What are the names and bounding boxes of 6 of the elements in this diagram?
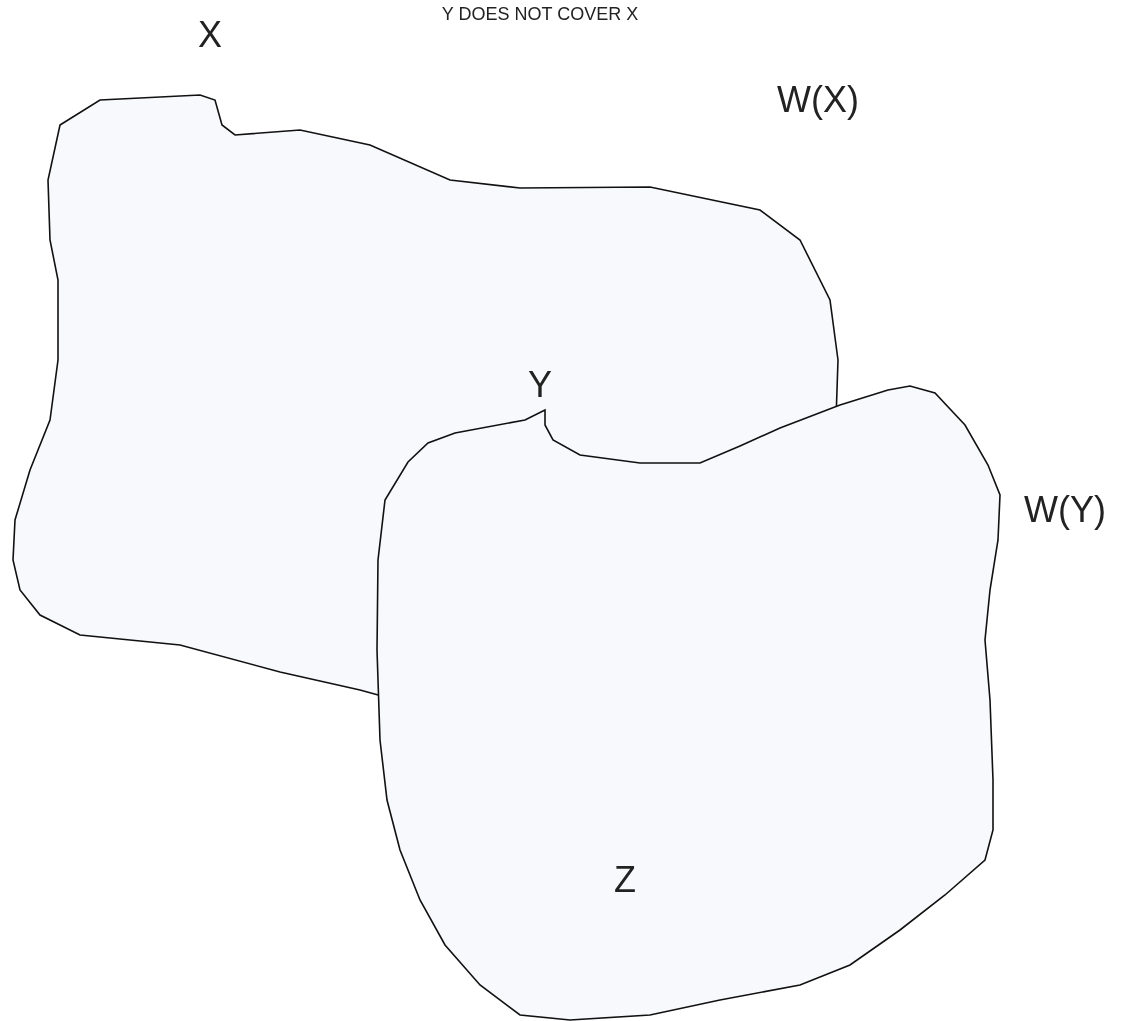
set-label: W(Y): [1024, 489, 1106, 531]
set-label: X: [198, 14, 222, 56]
set-label: Y: [528, 364, 552, 406]
set-label: W(X): [777, 79, 859, 121]
diagram-title: Y DOES NOT COVER X: [441, 4, 639, 25]
set-label: Z: [614, 859, 636, 901]
